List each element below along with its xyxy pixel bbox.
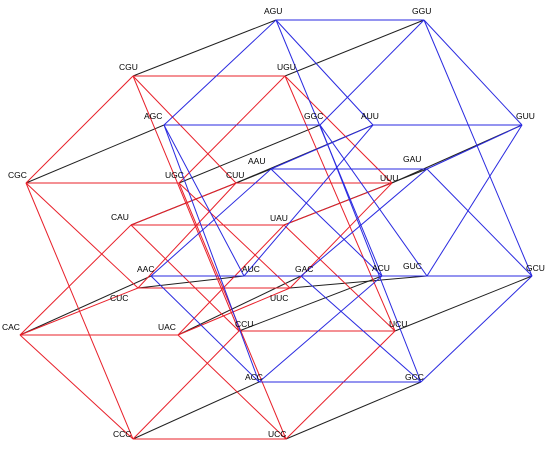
edge-UAU-UUU: [283, 182, 393, 226]
edge-ACU-CCU: [238, 275, 383, 332]
edge-UAC-UUC: [177, 287, 291, 336]
node-label-auc: AUC: [242, 264, 260, 274]
edge-ACU-ACC: [258, 275, 383, 383]
edge-AUU-AUC: [243, 124, 374, 277]
node-label-aac: AAC: [137, 264, 154, 274]
node-label-gac: GAC: [295, 264, 313, 274]
node-label-guu: GUU: [516, 111, 535, 121]
edge-AGU-AGC: [163, 19, 277, 126]
node-label-acc: ACC: [245, 372, 263, 382]
edge-AGU-CGU: [132, 19, 277, 77]
node-label-ggc: GGC: [304, 111, 323, 121]
node-label-guc: GUC: [403, 261, 422, 271]
edge-GAC-UAC: [177, 275, 302, 336]
node-label-cuc: CUC: [110, 293, 128, 303]
edge-AGC-AUC: [163, 124, 245, 277]
edge-CCU-CCC: [132, 330, 240, 440]
edge-GAU-GAC: [300, 168, 428, 277]
edge-GGU-GUU: [423, 19, 523, 126]
edge-GCU-UCU: [394, 275, 533, 332]
edge-GGU-GCU: [423, 19, 533, 277]
edge-AAC-CAC: [19, 275, 152, 336]
edge-AGC-CGC: [25, 124, 165, 184]
edge-GAU-GUU: [426, 124, 523, 170]
edge-CAU-CAC: [19, 224, 132, 336]
node-label-ucc: UCC: [268, 429, 286, 439]
node-label-cau: CAU: [111, 212, 129, 222]
edge-GCU-GAU: [426, 168, 533, 277]
edge-ACC-AGC: [163, 124, 260, 383]
edge-CCU-CAU: [130, 224, 240, 332]
node-label-ccc: CCC: [113, 429, 131, 439]
node-label-ugc: UGC: [165, 170, 184, 180]
node-label-gcc: GCC: [405, 372, 424, 382]
edge-AUU-AAU: [270, 124, 374, 170]
edge-UGC-UUC: [178, 182, 291, 289]
node-label-agu: AGU: [264, 6, 282, 16]
node-label-gau: GAU: [403, 154, 421, 164]
node-label-ugu: UGU: [277, 62, 296, 72]
edge-GUU-GUC: [426, 124, 523, 277]
node-label-uau: UAU: [270, 213, 288, 223]
edge-GGU-UGU: [284, 19, 425, 77]
edge-GUC-UUC: [289, 275, 428, 289]
node-label-cac: CAC: [2, 322, 20, 332]
edge-ACC-AAC: [150, 275, 260, 383]
node-label-acu: ACU: [372, 263, 390, 273]
edge-CGU-CUU: [132, 75, 237, 184]
node-label-uac: UAC: [158, 322, 176, 332]
edge-GCU-GCC: [420, 275, 533, 383]
node-label-ucu: UCU: [389, 319, 407, 329]
edge-UGU-UUU: [284, 75, 393, 184]
edge-GGU-GGC: [319, 19, 425, 126]
edge-CUU-CAU: [130, 182, 237, 226]
label-layer: AGU GGU CGU UGU AGC GGC AUU GUU CGC UGC AAU CUU UUU G…: [2, 6, 545, 439]
edge-GGC-GUC: [319, 124, 428, 277]
edge-ACC-CCC: [132, 381, 260, 440]
edge-UGU-UGC: [178, 75, 286, 184]
edge-UAU-UAC: [177, 224, 285, 336]
edge-CGU-CGC: [25, 75, 134, 184]
edge-ACU-AAU: [270, 168, 383, 277]
node-label-ggu: GGU: [412, 6, 431, 16]
node-label-ccu: CCU: [235, 319, 253, 329]
edge-AUC-CUC: [137, 275, 245, 289]
edge-GGC-UGC: [178, 124, 321, 184]
edge-AAU-AAC: [150, 168, 272, 277]
node-label-gcu: GCU: [526, 263, 545, 273]
node-label-agc: AGC: [144, 111, 162, 121]
node-label-cgc: CGC: [8, 170, 27, 180]
node-label-uuc: UUC: [270, 293, 288, 303]
node-label-auu: AUU: [361, 111, 379, 121]
edge-CCC-CAC: [19, 334, 134, 440]
edge-GCC-GAC: [300, 275, 422, 383]
node-label-cuu: CUU: [226, 170, 244, 180]
node-label-uuu: UUU: [380, 173, 398, 183]
edge-UCU-UAU: [283, 224, 396, 332]
edge-GCC-UCC: [285, 381, 422, 440]
edge-CUU-CUC: [137, 182, 237, 289]
edge-CGC-CUC: [25, 182, 139, 289]
edge-CUC-CAC: [19, 287, 139, 336]
node-label-aau: AAU: [248, 156, 265, 166]
edge-layer: [19, 19, 533, 440]
edge-UCU-UCC: [285, 330, 396, 440]
edge-AGU-AUU: [275, 19, 374, 126]
edge-UCC-UAC: [177, 334, 287, 440]
node-label-cgu: CGU: [119, 62, 138, 72]
